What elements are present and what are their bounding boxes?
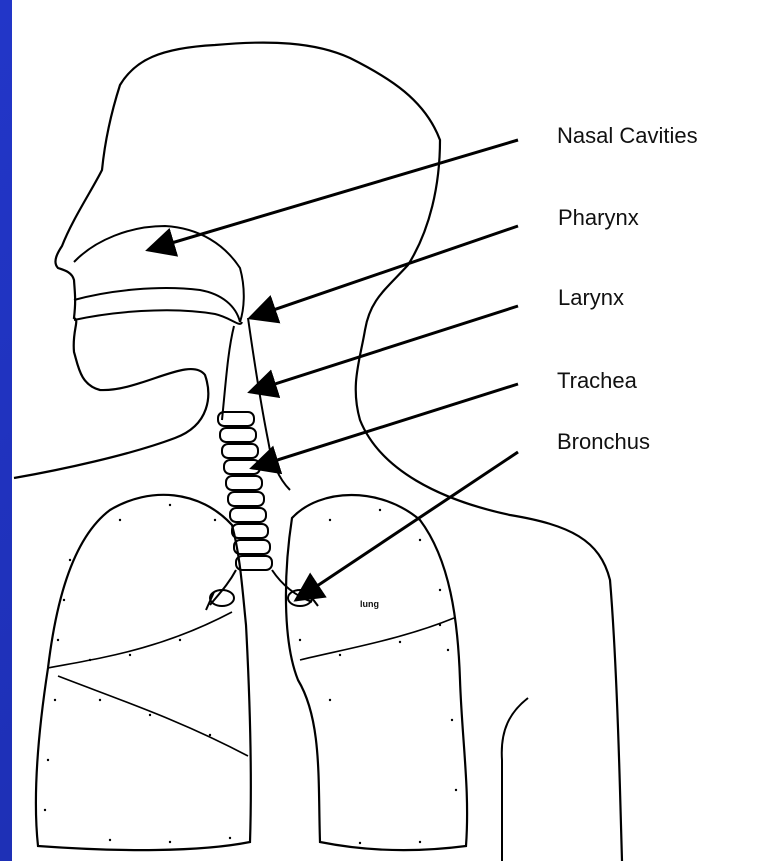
- label-pharynx: Pharynx: [558, 205, 639, 231]
- right-lung: [286, 495, 467, 850]
- label-larynx: Larynx: [558, 285, 624, 311]
- arrow-nasal-cavities: [148, 140, 518, 250]
- label-nasal-cavities: Nasal Cavities: [557, 123, 698, 149]
- left-lung: [36, 495, 251, 850]
- arrow-larynx: [250, 306, 518, 392]
- label-lung: lung: [360, 599, 379, 609]
- nasal-cavity-outline: [74, 226, 244, 322]
- label-trachea: Trachea: [557, 368, 637, 394]
- bronchi: [206, 570, 318, 610]
- left-lung-fissure-upper: [48, 612, 232, 668]
- label-bronchus: Bronchus: [557, 429, 650, 455]
- pharynx-front-wall: [222, 326, 234, 420]
- tongue-outline: [74, 310, 242, 324]
- left-lung-fissure-lower: [58, 676, 248, 756]
- pointer-arrows: [148, 140, 518, 600]
- right-lung-fissure: [300, 618, 454, 660]
- trachea: [218, 412, 272, 570]
- head-outline: [14, 43, 622, 861]
- palate-outline: [74, 288, 240, 322]
- arm-outline: [502, 698, 528, 861]
- arrow-pharynx: [250, 226, 518, 318]
